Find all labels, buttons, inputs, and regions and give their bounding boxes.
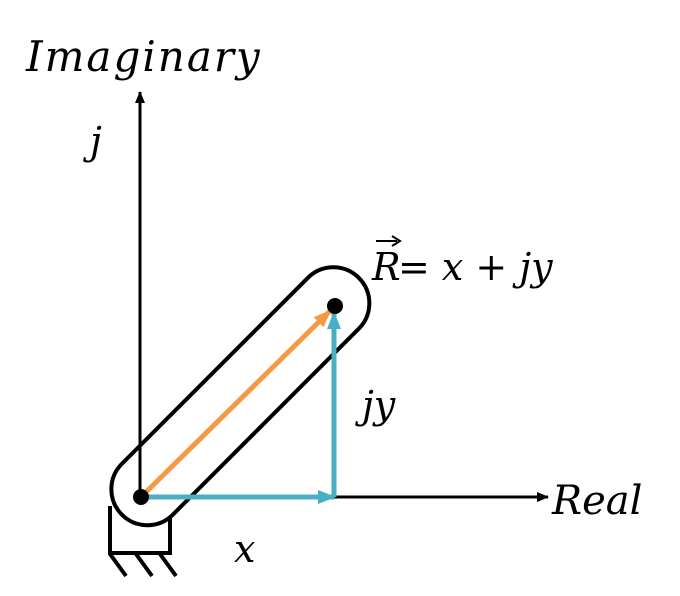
imaginary-axis-label: Imaginary (25, 32, 262, 81)
imaginary-unit-label: j (83, 119, 102, 163)
vector-end-point (327, 298, 343, 314)
real-axis-label: Real (551, 478, 642, 524)
ground-support (108, 506, 178, 578)
resultant-vector (139, 309, 332, 499)
vector-arrow-icon (376, 235, 402, 247)
vertical-component-label: jy (355, 383, 396, 427)
horizontal-component-label: x (234, 527, 255, 571)
vector-equation: R = x + jy (371, 235, 553, 289)
origin-point (133, 489, 149, 505)
vector-symbol: R (371, 245, 401, 289)
vector-equation-rest: = x + jy (398, 245, 553, 289)
